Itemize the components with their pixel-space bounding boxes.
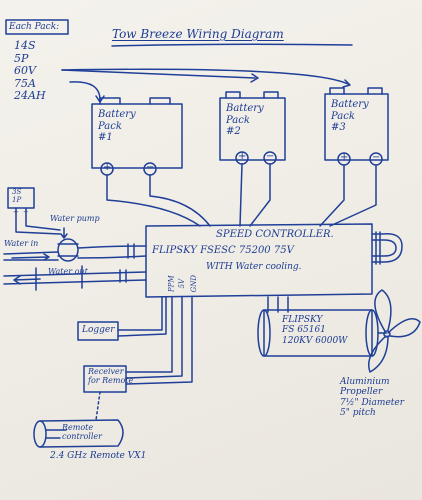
water-out-pipe xyxy=(3,271,147,285)
wire-pack2-minus xyxy=(249,163,271,227)
logger-body xyxy=(77,321,119,341)
propeller-line: Aluminium xyxy=(340,377,390,387)
battery-pack-2-line: Pack xyxy=(226,114,250,126)
remote-label: Remote controller xyxy=(62,423,102,442)
receiver-label: Receiver for Remote xyxy=(88,367,134,386)
speed-controller-body xyxy=(145,223,373,298)
propeller-label: Aluminium Propeller 7½" Diameter 5" pitc… xyxy=(340,377,405,419)
remote-line: Remote xyxy=(62,423,94,432)
battery-pack-1-label: Battery Pack #1 xyxy=(98,109,136,144)
pump-to-controller-pipe xyxy=(77,245,147,259)
spec-current: 75A xyxy=(14,76,36,90)
controller-model: FLIPSKY FSESC 75200 75V xyxy=(152,245,294,256)
battery-pack-2-plus: + xyxy=(238,151,247,162)
port-gnd: GND xyxy=(190,275,198,293)
remote-caption: 2.4 GHz Remote VX1 xyxy=(50,451,147,461)
spec-arrow-3 xyxy=(61,68,349,85)
wire-logger xyxy=(117,296,167,337)
receiver-line: Receiver xyxy=(88,367,124,376)
battery-pack-1-line: #1 xyxy=(98,132,113,143)
battery-pack-2-line: #2 xyxy=(226,126,241,137)
water-out-label: Water out xyxy=(48,267,88,276)
each-pack-heading: Each Pack: xyxy=(9,22,60,32)
spec-arrow-head-2 xyxy=(342,79,351,88)
motor-line: 120KV 6000W xyxy=(282,335,348,346)
motor-line: FLIPSKY xyxy=(282,315,323,325)
battery-pack-3-line: Battery xyxy=(331,99,369,110)
motor-label: FLIPSKY FS 65161 120KV 6000W xyxy=(282,315,348,346)
small-battery-line: 3S xyxy=(12,188,22,196)
receiver-body xyxy=(83,365,127,393)
water-pump-body xyxy=(57,227,79,262)
small-battery-body xyxy=(7,187,61,235)
water-pump-label: Water pump xyxy=(50,214,100,223)
battery-pack-3-line: #3 xyxy=(331,122,346,133)
each-pack-specs: 14S 5P 60V 75A 24AH xyxy=(14,40,46,102)
small-battery-line: 1P xyxy=(12,196,22,205)
wire-pack3-minus xyxy=(329,164,377,227)
propeller-line: 7½" Diameter xyxy=(340,397,405,408)
small-battery-plus: + xyxy=(13,208,19,216)
port-5v: 5V xyxy=(178,278,187,289)
controller-title: SPEED CONTROLLER. xyxy=(216,229,334,240)
wire-pack3-plus xyxy=(319,164,345,227)
port-ppm: PPM xyxy=(167,275,176,292)
title-underline xyxy=(111,43,353,47)
battery-pack-3-plus: + xyxy=(340,152,349,163)
remote-controller-body xyxy=(33,419,124,448)
battery-pack-2-label: Battery Pack #2 xyxy=(226,103,264,138)
cooling-loop xyxy=(371,233,403,263)
wire-pack1-plus xyxy=(106,174,201,227)
battery-pack-1-plus: + xyxy=(103,162,112,173)
motor-line: FS 65161 xyxy=(282,325,326,336)
page-title: Tow Breeze Wiring Diagram xyxy=(112,27,284,41)
spec-arrow-1 xyxy=(61,69,256,79)
spec-arrow-head-1 xyxy=(250,73,259,83)
battery-pack-1-minus: − xyxy=(146,162,155,173)
logger-label: Logger xyxy=(82,325,115,335)
controller-cooling: WITH Water cooling. xyxy=(206,262,302,272)
battery-pack-2-line: Battery xyxy=(226,103,264,114)
battery-pack-3-line: Pack xyxy=(331,110,355,122)
battery-pack-2-minus: − xyxy=(266,151,275,162)
battery-pack-1-line: Battery xyxy=(98,109,136,120)
propeller-line: 5" pitch xyxy=(340,408,376,419)
water-in-label: Water in xyxy=(4,239,39,248)
spec-capacity: 24AH xyxy=(14,89,46,103)
receiver-line: for Remote xyxy=(88,376,134,386)
spec-voltage: 60V xyxy=(14,64,36,78)
wire-pack1-minus xyxy=(149,174,211,227)
battery-pack-3-minus: − xyxy=(372,152,381,163)
battery-pack-3-label: Battery Pack #3 xyxy=(331,99,369,134)
remote-line: controller xyxy=(62,432,102,442)
wire-pack2-plus xyxy=(239,163,243,227)
propeller-body xyxy=(368,289,421,373)
spec-parallel: 5P xyxy=(14,51,29,65)
small-battery-minus: − xyxy=(23,208,29,216)
battery-pack-1-line: Pack xyxy=(98,120,122,132)
wire-receiver xyxy=(125,311,193,385)
each-pack-heading-box xyxy=(5,19,69,35)
small-battery-label: 3S 1P xyxy=(12,188,22,205)
radio-link xyxy=(95,391,101,421)
water-in-pipe xyxy=(3,251,59,261)
spec-arrow-2 xyxy=(69,81,101,101)
spec-cells: 14S xyxy=(14,39,36,52)
battery-pack-2-body xyxy=(219,91,286,165)
propeller-line: Propeller xyxy=(340,387,383,398)
